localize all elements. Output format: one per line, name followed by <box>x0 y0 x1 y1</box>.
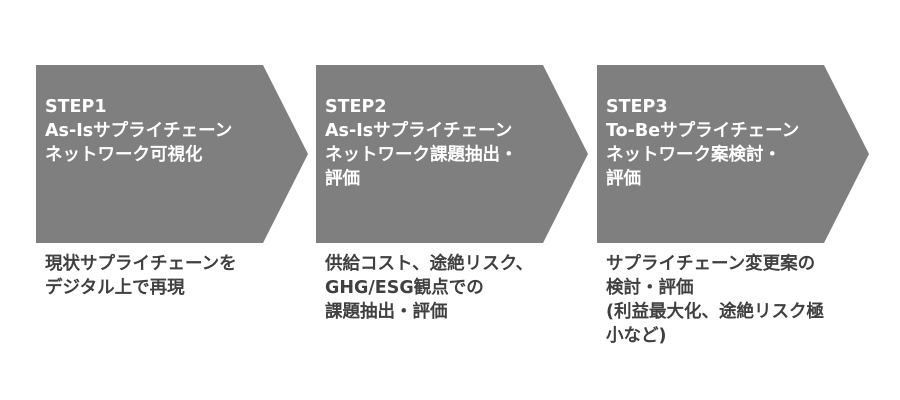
step-3-title-line: 評価 <box>606 169 641 189</box>
step-1-desc-line: 現状サプライチェーンを <box>45 254 237 274</box>
step-3-desc-line: 小など) <box>606 326 667 346</box>
step-3: STEP3 To-Beサプライチェーン ネットワーク案検討・ 評価 サプライチェ… <box>597 0 877 400</box>
step-2-chevron <box>316 65 588 243</box>
step-2: STEP2 As-Isサプライチェーン ネットワーク課題抽出・ 評価 供給コスト… <box>316 0 596 400</box>
step-1-title-line: STEP1 <box>45 97 107 117</box>
step-1-title-line: As-Isサプライチェーン <box>45 121 233 141</box>
step-3-description: サプライチェーン変更案の 検討・評価 (利益最大化、途絶リスク極 小など) <box>606 252 876 348</box>
step-3-title: STEP3 To-Beサプライチェーン ネットワーク案検討・ 評価 <box>606 95 846 191</box>
step-3-title-line: To-Beサプライチェーン <box>606 121 800 141</box>
step-2-title-line: As-Isサプライチェーン <box>325 121 513 141</box>
step-2-title-line: ネットワーク課題抽出・ <box>325 145 518 165</box>
step-1-description: 現状サプライチェーンを デジタル上で再現 <box>45 252 315 300</box>
step-3-title-line: ネットワーク案検討・ <box>606 145 781 165</box>
step-3-desc-line: 検討・評価 <box>606 278 694 298</box>
step-2-desc-line: 課題抽出・評価 <box>325 302 448 322</box>
step-1-chevron <box>36 65 308 243</box>
step-3-chevron <box>597 65 869 243</box>
step-3-desc-line: (利益最大化、途絶リスク極 <box>606 302 824 322</box>
step-3-desc-line: サプライチェーン変更案の <box>606 254 816 274</box>
step-2-title: STEP2 As-Isサプライチェーン ネットワーク課題抽出・ 評価 <box>325 95 565 191</box>
step-2-title-line: STEP2 <box>325 97 387 117</box>
step-1: STEP1 As-Isサプライチェーン ネットワーク可視化 現状サプライチェーン… <box>36 0 316 400</box>
step-2-description: 供給コスト、途絶リスク、 GHG/ESG観点での 課題抽出・評価 <box>325 252 595 324</box>
step-2-desc-line: GHG/ESG観点での <box>325 278 484 298</box>
step-2-title-line: 評価 <box>325 169 360 189</box>
step-2-desc-line: 供給コスト、途絶リスク、 <box>325 254 534 274</box>
step-1-title-line: ネットワーク可視化 <box>45 145 203 165</box>
step-3-title-line: STEP3 <box>606 97 668 117</box>
step-1-title: STEP1 As-Isサプライチェーン ネットワーク可視化 <box>45 95 285 167</box>
step-1-desc-line: デジタル上で再現 <box>45 278 185 298</box>
